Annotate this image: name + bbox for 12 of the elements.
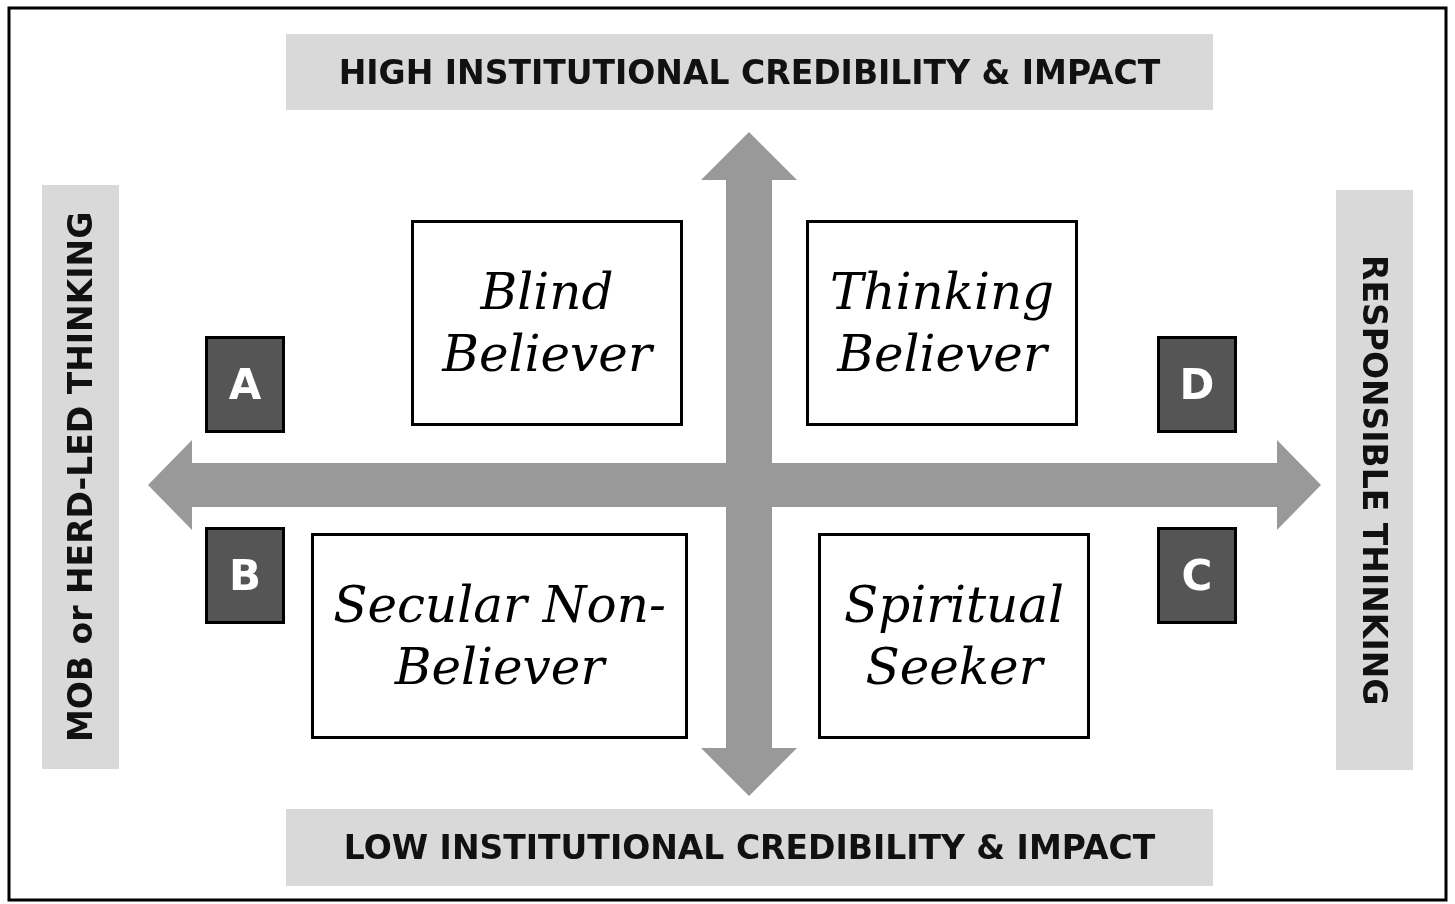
axis-label: MOB or HERD-LED THINKING	[42, 185, 119, 769]
quadrant-box: Spiritual Seeker	[818, 533, 1090, 739]
quadrant-letter: D	[1157, 336, 1237, 433]
axis-label: RESPONSIBLE THINKING	[1336, 190, 1413, 770]
axis-label: HIGH INSTITUTIONAL CREDIBILITY & IMPACT	[286, 34, 1213, 110]
quadrant-box: Thinking Believer	[806, 220, 1078, 426]
quadrant-box: Blind Believer	[411, 220, 683, 426]
quadrant-box: Secular Non-Believer	[311, 533, 688, 739]
axis-label: LOW INSTITUTIONAL CREDIBILITY & IMPACT	[286, 809, 1213, 886]
quadrant-letter: A	[205, 336, 285, 433]
quadrant-letter: B	[205, 527, 285, 624]
quadrant-letter: C	[1157, 527, 1237, 624]
